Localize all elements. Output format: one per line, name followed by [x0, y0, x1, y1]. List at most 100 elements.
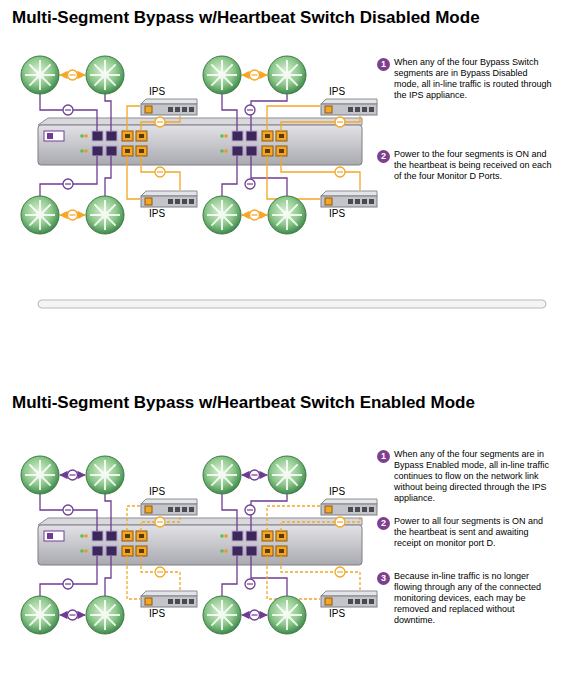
monitor-wire: [281, 116, 360, 131]
callout-text: When any of the four Bypass Switch segme…: [394, 57, 554, 101]
network-wire: [40, 94, 97, 131]
link-symbol: [335, 117, 345, 127]
network-wire: [222, 156, 237, 196]
monitor-wire: [141, 556, 180, 590]
monitor-wire: [141, 116, 180, 131]
link-symbol: [335, 167, 345, 177]
link-symbol: [250, 610, 260, 620]
ips-appliance: IPS: [140, 86, 198, 116]
link-symbol: [245, 105, 255, 115]
monitor-wire: [141, 516, 180, 531]
link-symbol: [245, 579, 255, 589]
router-icon: [86, 456, 124, 494]
network-wire: [105, 156, 111, 196]
section-title: Multi-Segment Bypass w/Heartbeat Switch …: [12, 393, 475, 413]
link-symbol: [68, 610, 78, 620]
callout-text: Power to all four segments is ON and the…: [394, 516, 554, 549]
traffic-link: [242, 214, 267, 215]
network-wire: [40, 494, 97, 531]
traffic-link: [60, 74, 85, 75]
device-label: IPS: [328, 208, 346, 220]
network-wire: [40, 556, 97, 596]
network-wire: [105, 494, 111, 531]
callout-text: Because in-line traffic is no longer flo…: [394, 571, 554, 626]
device-label: IPS: [148, 86, 166, 98]
router-icon: [268, 56, 306, 94]
link-symbol: [245, 179, 255, 189]
appliance-icon: [140, 190, 198, 208]
callout-number: 1: [377, 450, 390, 463]
appliance-icon: [320, 98, 378, 116]
ips-appliance: IPS: [320, 486, 378, 516]
traffic-link: [242, 74, 267, 75]
link-symbol: [335, 567, 345, 577]
monitor-wire: [281, 156, 360, 190]
router-icon: [203, 596, 241, 634]
network-wire: [105, 94, 111, 131]
monitor-wire: [127, 506, 140, 531]
link-symbol: [155, 567, 165, 577]
divider-bar: [38, 300, 546, 308]
monitor-wire: [281, 556, 360, 590]
appliance-icon: [140, 590, 198, 608]
bypass-switch-chassis: [38, 118, 362, 165]
link-symbol: [63, 579, 73, 589]
router-icon: [21, 456, 59, 494]
network-wire: [222, 94, 237, 131]
link-symbol: [155, 117, 165, 127]
callout-number: 3: [377, 572, 390, 585]
router-icon: [268, 456, 306, 494]
link-symbol: [250, 70, 260, 80]
appliance-icon: [140, 498, 198, 516]
monitor-wire: [267, 506, 320, 531]
traffic-link: [60, 614, 85, 615]
appliance-icon: [320, 190, 378, 208]
callout-text: When any of the four segments are in Byp…: [394, 449, 554, 504]
monitor-wire: [127, 106, 140, 131]
callout-number: 1: [377, 58, 390, 71]
link-symbol: [250, 470, 260, 480]
device-label: IPS: [328, 486, 346, 498]
appliance-icon: [140, 98, 198, 116]
bypass-switch-chassis: [38, 518, 362, 565]
link-symbol: [63, 505, 73, 515]
device-label: IPS: [148, 486, 166, 498]
link-symbol: [68, 70, 78, 80]
monitor-wire: [127, 156, 140, 199]
callout-text: Power to the four segments is ON and the…: [394, 149, 554, 182]
appliance-icon: [320, 498, 378, 516]
device-label: IPS: [328, 86, 346, 98]
monitor-wire: [281, 516, 360, 531]
network-wire: [222, 494, 237, 531]
traffic-link: [60, 474, 85, 475]
link-symbol: [68, 470, 78, 480]
diagram-title: Multi-Segment Bypass w/Heartbeat Switch …: [12, 8, 480, 28]
callout-number: 2: [377, 150, 390, 163]
link-symbol: [63, 105, 73, 115]
device-label: IPS: [328, 608, 346, 620]
router-icon: [86, 596, 124, 634]
router-icon: [21, 56, 59, 94]
link-symbol: [63, 179, 73, 189]
monitor-wire: [141, 156, 180, 190]
network-wire: [40, 156, 97, 196]
link-symbol: [250, 210, 260, 220]
link-symbol: [335, 517, 345, 527]
ips-appliance: IPS: [140, 190, 198, 220]
router-icon: [21, 196, 59, 234]
router-icon: [203, 196, 241, 234]
router-icon: [86, 196, 124, 234]
ips-appliance: IPS: [320, 86, 378, 116]
link-symbol: [68, 210, 78, 220]
ips-appliance: IPS: [320, 590, 378, 620]
ips-appliance: IPS: [140, 590, 198, 620]
router-icon: [203, 56, 241, 94]
router-icon: [203, 456, 241, 494]
router-icon: [268, 196, 306, 234]
ips-appliance: IPS: [140, 486, 198, 516]
monitor-wire: [267, 106, 320, 131]
link-symbol: [155, 517, 165, 527]
monitor-wire: [127, 556, 140, 599]
device-label: IPS: [148, 208, 166, 220]
network-wire: [222, 556, 237, 596]
